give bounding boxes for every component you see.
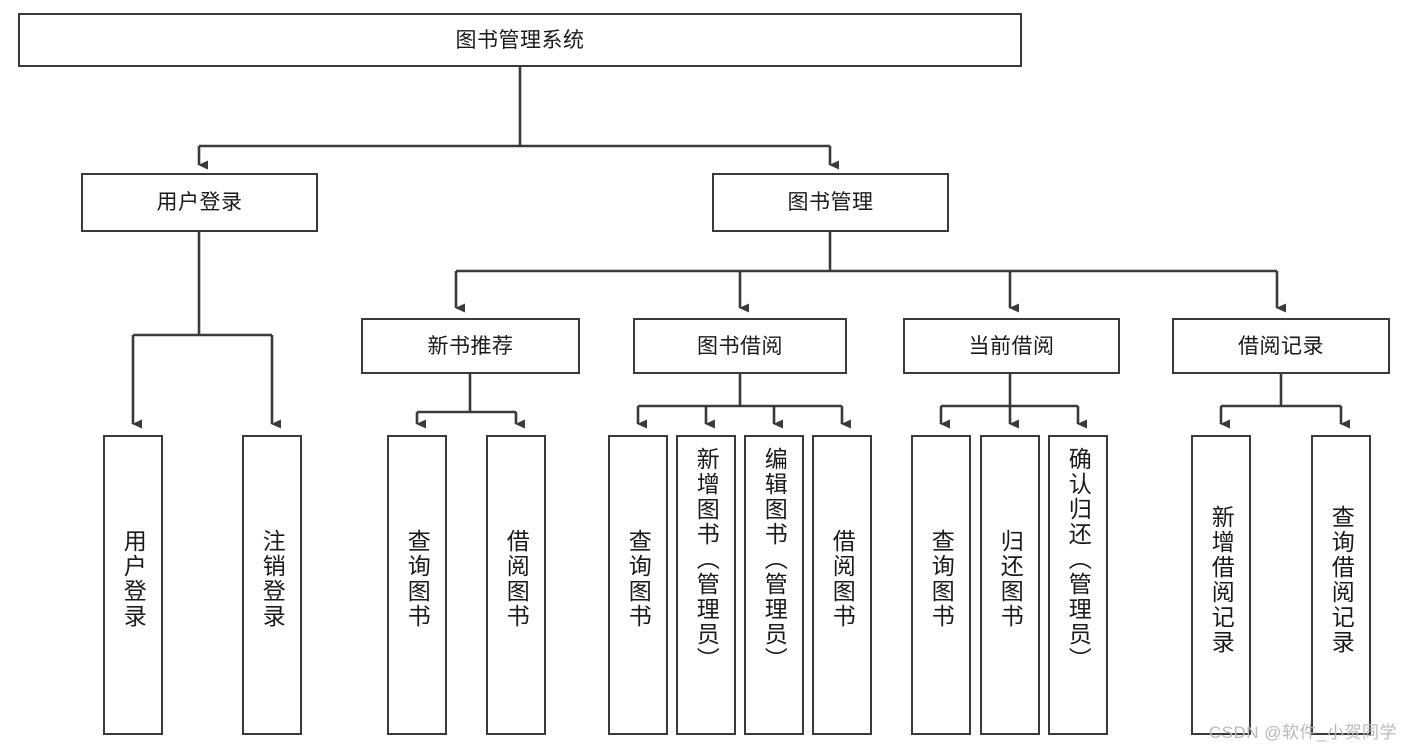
node-label: 用户登录 (120, 529, 147, 629)
node-user-login[interactable]: 用户登录 (81, 173, 318, 232)
node-label: 新增图书（管理员） (693, 447, 720, 672)
node-label: 查询借阅记录 (1328, 505, 1355, 655)
leaf-query-borrow-record[interactable]: 查询借阅记录 (1311, 435, 1371, 735)
node-label: 用户登录 (156, 191, 243, 214)
leaf-return-book[interactable]: 归还图书 (980, 435, 1040, 735)
node-label: 查询图书 (625, 529, 652, 629)
node-current-borrow[interactable]: 当前借阅 (903, 318, 1120, 374)
node-label: 图书借阅 (697, 334, 783, 358)
node-label: 借阅图书 (829, 529, 856, 629)
node-label: 图书管理系统 (455, 28, 585, 52)
leaf-add-book[interactable]: 新增图书（管理员） (676, 435, 736, 735)
node-root-book-management-system[interactable]: 图书管理系统 (18, 13, 1022, 67)
node-label: 图书管理 (787, 191, 874, 214)
node-label: 借阅记录 (1238, 334, 1324, 358)
leaf-edit-book[interactable]: 编辑图书（管理员） (744, 435, 804, 735)
leaf-borrow-book[interactable]: 借阅图书 (812, 435, 872, 735)
node-book-manage[interactable]: 图书管理 (712, 173, 949, 232)
node-new-book-recommend[interactable]: 新书推荐 (361, 318, 580, 374)
leaf-query-book-current[interactable]: 查询图书 (911, 435, 971, 735)
node-label: 确认归还（管理员） (1065, 447, 1092, 672)
node-label: 查询图书 (928, 529, 955, 629)
csdn-watermark: CSDN @软件_小贺同学 (1208, 723, 1397, 742)
leaf-query-book-new-recommend[interactable]: 查询图书 (387, 435, 447, 735)
leaf-user-login[interactable]: 用户登录 (103, 435, 163, 735)
node-book-borrow[interactable]: 图书借阅 (633, 318, 847, 374)
leaf-query-book-borrow[interactable]: 查询图书 (608, 435, 668, 735)
node-label: 借阅图书 (503, 529, 530, 629)
node-label: 新书推荐 (427, 334, 514, 358)
leaf-borrow-book-new-recommend[interactable]: 借阅图书 (486, 435, 546, 735)
node-label: 当前借阅 (968, 334, 1055, 358)
node-label: 查询图书 (404, 529, 431, 629)
leaf-logout-login[interactable]: 注销登录 (242, 435, 302, 735)
node-label: 注销登录 (259, 529, 286, 629)
node-label: 编辑图书（管理员） (761, 447, 788, 672)
leaf-add-borrow-record[interactable]: 新增借阅记录 (1191, 435, 1251, 735)
leaf-confirm-return[interactable]: 确认归还（管理员） (1048, 435, 1108, 735)
node-borrow-record[interactable]: 借阅记录 (1172, 318, 1390, 374)
node-label: 新增借阅记录 (1208, 505, 1235, 655)
node-label: 归还图书 (997, 529, 1024, 629)
